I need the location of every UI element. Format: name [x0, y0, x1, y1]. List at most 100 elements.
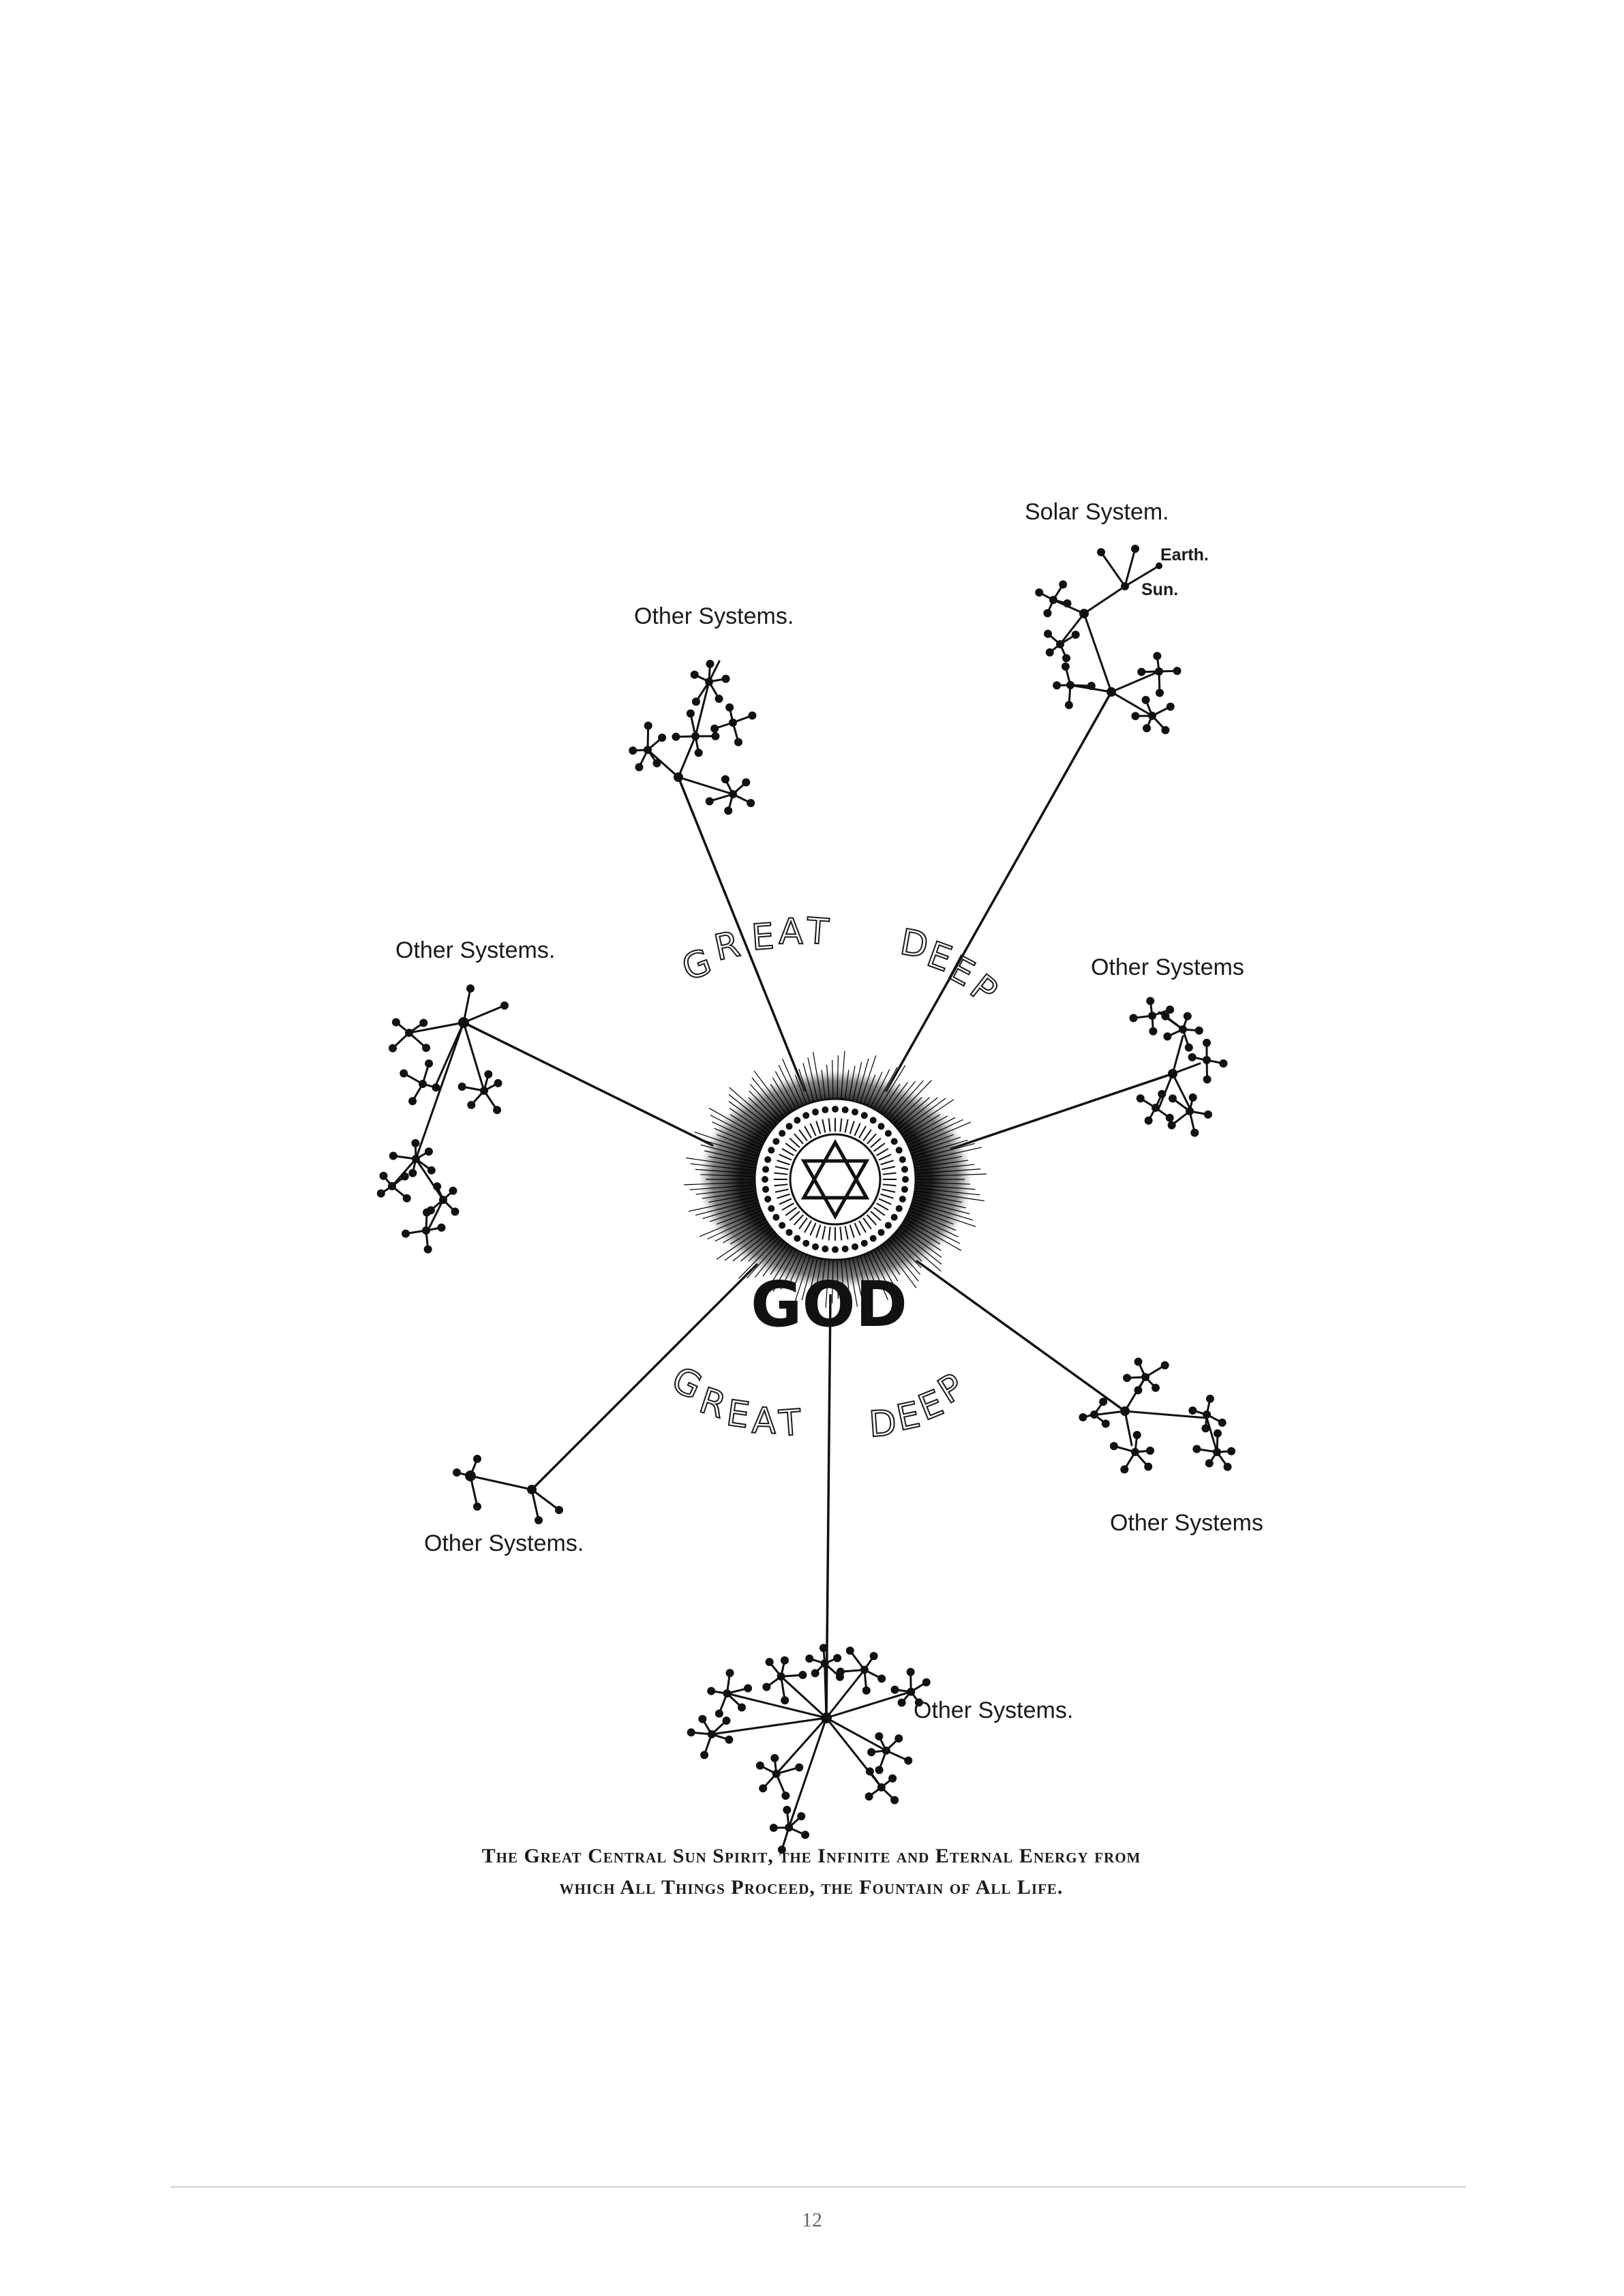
- label-bottom-systems: Other Systems.: [914, 1697, 1073, 1723]
- hatch-line: [729, 1107, 772, 1137]
- star-dot: [707, 1687, 716, 1695]
- branch-line: [1110, 691, 1154, 717]
- star-dot: [1132, 1431, 1141, 1440]
- ring-ray: [867, 1133, 877, 1145]
- star-dot: [1062, 654, 1071, 663]
- star-dot: [833, 1654, 842, 1663]
- branch-line: [462, 1021, 485, 1092]
- star-dot: [1144, 1462, 1153, 1471]
- branch-line: [1158, 1072, 1174, 1109]
- ring-ray: [839, 1226, 843, 1241]
- hatch-line: [707, 1212, 764, 1240]
- branch-line: [677, 735, 697, 779]
- hatch-line: [717, 1134, 761, 1152]
- star-dot: [877, 1674, 886, 1683]
- ring-ray: [785, 1143, 797, 1152]
- label-upper-left-systems: Other Systems.: [634, 603, 794, 629]
- hatch-line: [694, 1131, 760, 1155]
- star-dot: [762, 1682, 771, 1691]
- hatch-line: [908, 1209, 957, 1231]
- star-dot: [722, 1717, 731, 1725]
- hatch-line: [700, 1144, 757, 1160]
- ring-ray: [777, 1193, 790, 1199]
- star-dot: [432, 1083, 440, 1092]
- star-dot: [1064, 701, 1073, 710]
- ring-ray: [882, 1188, 896, 1193]
- ring-bead: [890, 1138, 898, 1145]
- star-dot: [710, 724, 719, 733]
- ring-bead: [895, 1205, 903, 1212]
- star-dot: [1053, 681, 1062, 690]
- ring-ray: [858, 1220, 867, 1233]
- star-dot: [797, 1812, 806, 1821]
- branch-line: [780, 1675, 828, 1719]
- branch-line: [1171, 1062, 1201, 1075]
- star-dot: [1168, 1094, 1177, 1103]
- hatch-line: [709, 1204, 760, 1222]
- ring-ray: [828, 1226, 831, 1241]
- star-dot: [1079, 1413, 1087, 1421]
- ring-ray: [804, 1220, 812, 1233]
- ring-ray: [844, 1226, 849, 1240]
- ring-bead: [899, 1196, 906, 1203]
- hatch-line: [909, 1207, 954, 1225]
- star-dot: [1035, 588, 1044, 597]
- ring-bead: [802, 1239, 810, 1247]
- star-dot: [836, 1667, 845, 1676]
- footer-rule: [170, 2186, 1466, 2188]
- star-dot: [422, 1208, 431, 1217]
- star-dot: [770, 1754, 779, 1763]
- branch-line: [1100, 551, 1126, 588]
- hatch-line: [710, 1115, 766, 1144]
- ring-bead: [877, 1123, 885, 1130]
- branch-line: [408, 1021, 465, 1034]
- ring-ray: [794, 1214, 804, 1226]
- star-dot: [1087, 682, 1096, 691]
- star-dot: [437, 1223, 446, 1232]
- star-dot: [1155, 689, 1164, 697]
- hatch-line: [901, 1220, 941, 1245]
- hatch-line: [897, 1224, 942, 1258]
- label-lower-left-systems: Other Systems.: [424, 1530, 584, 1556]
- hatch-line: [899, 1099, 954, 1137]
- spoke-solar: [885, 691, 1113, 1092]
- ring-bead: [822, 1245, 829, 1252]
- hatch-line: [754, 1236, 789, 1278]
- hatch-line: [724, 1224, 774, 1261]
- ring-ray: [822, 1119, 826, 1133]
- hatch-line: [889, 1230, 922, 1262]
- deep-letter: A: [779, 911, 803, 952]
- ring-bead: [762, 1185, 770, 1193]
- hatch-line: [892, 1097, 930, 1130]
- hatch-line: [916, 1190, 984, 1202]
- ring-bead: [901, 1185, 908, 1193]
- star-dot: [467, 1100, 476, 1109]
- hatch-line: [751, 1077, 789, 1123]
- star-dot: [922, 1678, 931, 1687]
- hatch-line: [689, 1184, 754, 1190]
- star-dot: [725, 703, 734, 712]
- star-dot: [914, 1698, 923, 1707]
- star-dot: [744, 1684, 753, 1693]
- hatch-line: [690, 1163, 755, 1171]
- ring-ray: [798, 1129, 808, 1141]
- label-left-systems: Other Systems.: [395, 937, 555, 963]
- caption-line-2: which All Things Proceed, the Fountain o…: [559, 1876, 1064, 1899]
- star-dot: [862, 1686, 871, 1695]
- hatch-line: [915, 1193, 962, 1203]
- ring-ray: [839, 1118, 843, 1132]
- ring-bead: [869, 1235, 877, 1242]
- ring-ray: [878, 1153, 892, 1161]
- hatch-line: [882, 1081, 916, 1123]
- star-dot: [457, 1082, 466, 1091]
- deep-letter: E: [724, 1393, 752, 1436]
- ring-bead: [794, 1235, 801, 1242]
- star-dot: [875, 1732, 884, 1741]
- star-dot: [1192, 1445, 1201, 1453]
- ring-bead: [852, 1108, 859, 1116]
- branch-line: [787, 1717, 828, 1829]
- star-dot: [721, 775, 730, 784]
- hatch-line: [747, 1234, 786, 1279]
- star-dot: [1184, 1043, 1193, 1052]
- branch-line: [1171, 1072, 1191, 1109]
